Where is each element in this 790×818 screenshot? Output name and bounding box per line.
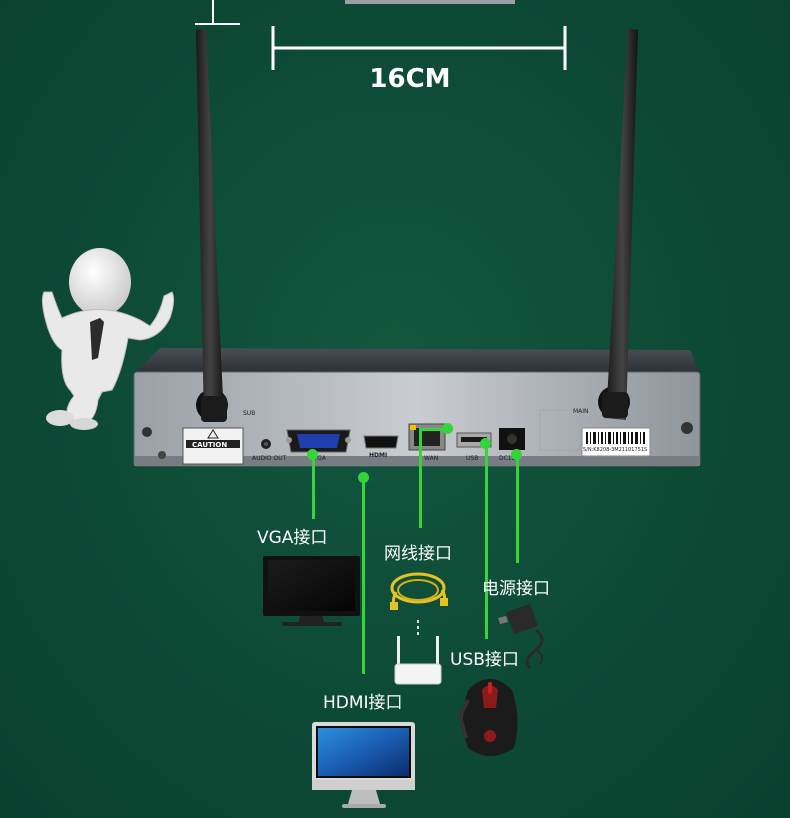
antenna-left: [196, 28, 227, 422]
network-callout-dot: [442, 423, 453, 434]
usb-callout-dot: [480, 438, 491, 449]
antenna-main-label: MAIN: [573, 408, 589, 415]
dimension-marker: [271, 26, 567, 70]
nvr-device: [133, 348, 701, 467]
network-callout-label: 网线接口: [384, 544, 452, 564]
network-cable-icon: [390, 572, 448, 610]
power-callout-dot: [511, 449, 522, 460]
mouse-icon: [457, 679, 518, 756]
router-icon: [394, 620, 442, 685]
hdmi-callout-dot: [358, 472, 369, 483]
power-callout-line: [516, 455, 519, 563]
dc-port-label: DC12V: [499, 455, 520, 462]
usb-callout-line: [485, 443, 488, 639]
vga-callout-line: [312, 455, 315, 519]
usb-port-label: USB: [466, 455, 479, 462]
hdmi-port-label: HDMI: [369, 452, 388, 459]
caution-label: CAUTION: [192, 441, 228, 449]
mannequin-figure: [41, 248, 175, 430]
top-cutoff-marker: [195, 0, 515, 25]
hdmi-callout-label: HDMI接口: [323, 693, 403, 713]
wan-port-label: WAN: [424, 455, 439, 462]
antenna-sub-label: SUB: [243, 410, 256, 417]
network-callout-line-horizontal: [419, 428, 447, 431]
computer-icon: [312, 722, 415, 808]
usb-callout-label: USB接口: [450, 650, 519, 670]
power-adapter-icon: [498, 604, 544, 670]
vga-port-label: VGA: [313, 455, 326, 462]
antenna-right: [602, 28, 638, 420]
audio-port-label: AUDIO OUT: [252, 455, 287, 462]
power-callout-label: 电源接口: [482, 579, 550, 599]
monitor-icon: [263, 556, 360, 626]
dimension-label: 16CM: [369, 64, 451, 94]
serial-number-label: S/N:K8208-3M21101751S: [583, 447, 648, 453]
network-callout-line: [419, 428, 422, 528]
hdmi-callout-line: [362, 478, 365, 674]
vga-callout-label: VGA接口: [257, 528, 328, 548]
vga-callout-dot: [307, 449, 318, 460]
